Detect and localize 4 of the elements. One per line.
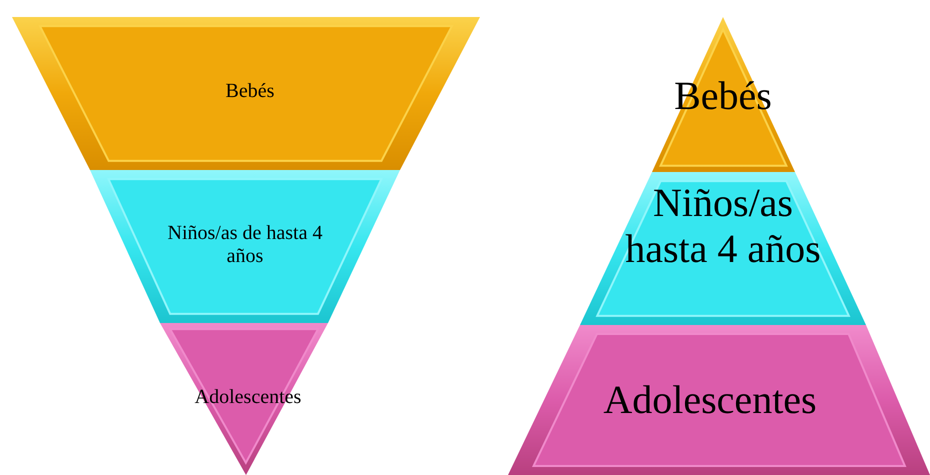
segment-label: Niños/as hasta 4 años: [624, 180, 822, 272]
segment-label: Adolescentes: [602, 377, 818, 423]
segment-label: Niños/as de hasta 4 años: [166, 222, 324, 268]
segment-label: Bebés: [224, 80, 276, 103]
